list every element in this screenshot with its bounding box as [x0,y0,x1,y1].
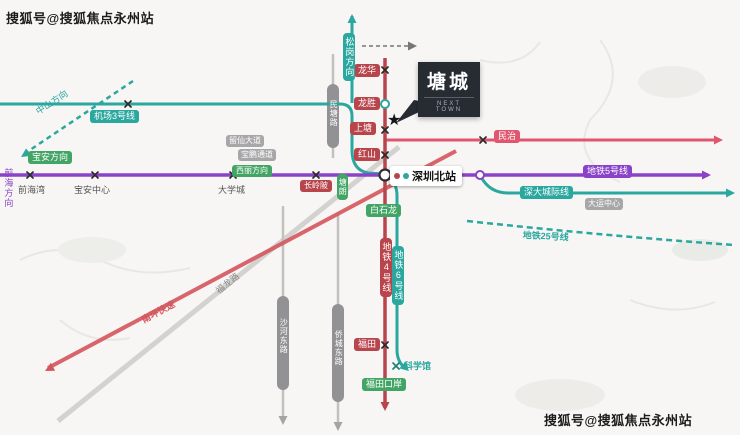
station-label-shangtang: 上塘 [350,122,377,136]
road-arrows [278,416,343,431]
metro-line-25 [466,219,735,247]
station-label-longsheng: 龙胜 [354,97,381,111]
interchange-circles [378,99,485,182]
station-label-futiankouan: 福田口岸 [362,378,407,392]
baopeng-channel-label: 宝鹏通道 [238,149,276,162]
xili-direction-label: 西丽方向 [232,165,272,178]
road-capsules [277,84,344,402]
station-label-qianhaiwan: 前海湾 [18,185,46,195]
shenda-intercity-label: 深大城际线 [520,186,574,200]
project-badge: 塘城 NEXT TOWN [418,62,480,117]
station-label-longhua: 龙华 [354,64,381,78]
station-label-baishilong: 白石龙 [366,204,402,218]
station-label-daxuecheng: 大学城 [218,185,246,195]
line5-name-label: 地铁5号线 [583,165,633,179]
metro-line-6-arrows [347,14,409,371]
station-label-kexueguan: 科学馆 [404,361,432,371]
mintang-road-label: 民塘路 [329,100,339,127]
line4-name-label: 地铁4号线 [380,238,393,297]
nanping-expressway-line [45,149,457,371]
shenda-intercity-line [479,176,735,198]
line6-terminus-north-label: 松岗方向 [343,33,356,81]
watermark-bottom-right: 搜狐号@搜狐焦点永州站 [544,413,693,428]
liuxian-avenue-label: 留仙大道 [226,135,264,148]
dayun-center-label: 大运中心 [585,198,623,211]
pink-branch-line [385,135,723,145]
station-label-tanglang: 塘朗 [337,174,349,200]
metro-line-4 [380,58,390,411]
background-streets [19,39,728,411]
north-dashed-arrow [362,41,417,51]
line4-dot-icon [394,173,400,179]
line6-name-label: 地铁6号线 [392,246,405,305]
station-label-changlingpi: 长岭陂 [300,180,332,193]
hub-station-name: 深圳北站 [412,171,456,183]
baoan-direction-label: 宝安方向 [28,151,73,165]
station-label-hongshan: 红山 [354,148,381,162]
line6-dot-icon [403,173,409,179]
hub-station-shenzhenbei: 深圳北站 [390,166,462,186]
shahedong-road-label: 沙河东路 [279,318,289,354]
qianhai-direction-label: 前海方向 [3,168,14,208]
qiaochengdong-road-capsule [332,304,344,402]
shahedong-road-capsule [277,296,289,390]
project-name: 塘城 [426,72,471,93]
watermark-top-left: 搜狐号@搜狐焦点永州站 [6,11,155,26]
station-label-baoanzhongxin: 宝安中心 [74,185,111,195]
station-label-futian: 福田 [354,338,381,352]
project-subtitle: NEXT TOWN [424,97,474,113]
airport-line-label: 机场3号线 [90,110,140,124]
mintang-road-capsule [327,84,339,148]
qiaochengdong-road-label: 侨城东路 [334,330,344,366]
station-label-minzhi: 民治 [494,130,521,144]
project-location-star-icon: ★ [387,112,402,129]
